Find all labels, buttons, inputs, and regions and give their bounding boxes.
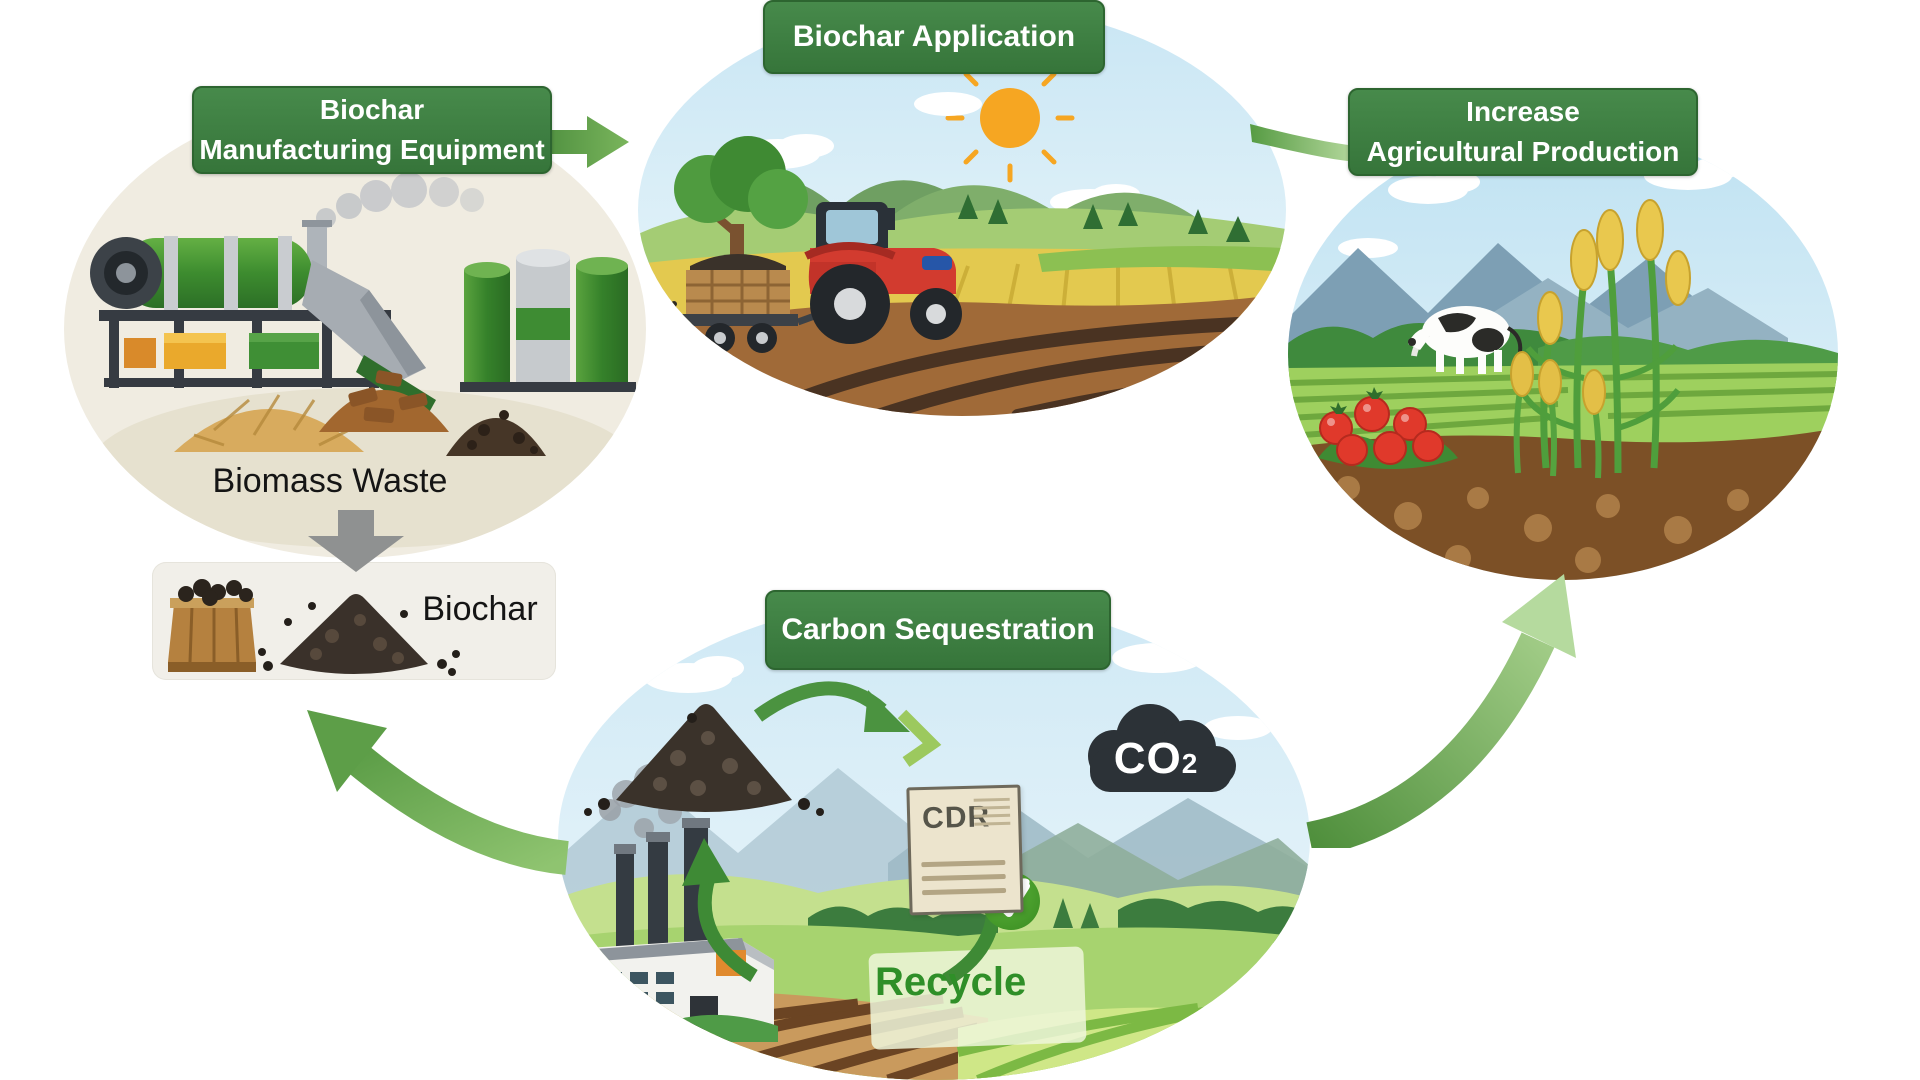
recycle-loop-left-arrow [682,838,758,982]
label-line: Agricultural Production [1366,136,1680,167]
storage-tanks [460,249,636,392]
tractor [804,202,962,344]
arrow-biomass-to-biochar [308,510,404,572]
node-biochar-manufacturing [64,100,646,558]
biochar-box [152,562,556,680]
label-line: Increase [1466,96,1580,127]
cdr-document: CDR [906,784,1024,916]
arrow-sequestration-to-production [1306,574,1576,848]
biochar-pile-small [258,594,460,676]
biomass-piles [174,370,546,456]
document-line [974,813,1011,818]
document-line [973,805,1010,810]
co2-cloud [1088,704,1236,792]
sun-icon [945,53,1075,183]
document-line [921,873,1006,882]
biochar-trailer [682,254,822,353]
connector-application-to-production [1250,124,1356,162]
cow [1408,306,1523,374]
label-line: Biochar Application [792,20,1076,53]
biochar-crate-illustration [168,579,460,676]
node-agricultural-production [1288,128,1838,580]
label-carbon-sequestration: Carbon Sequestration [765,590,1111,670]
document-line [922,887,1007,896]
crate [168,579,256,672]
caption-biomass-waste: Biomass Waste [212,462,448,500]
label-biochar-application: Biochar Application [763,0,1105,74]
rotary-kiln [90,236,312,310]
arrow-pile-to-co2 [753,681,942,767]
document-line [974,821,1011,826]
wheat-stalks [1510,199,1691,479]
label-line: Carbon Sequestration [781,613,1095,646]
label-line: Biochar [319,94,425,125]
arrow-manufacturing-to-application [541,116,629,168]
smoke-puffs [316,172,484,228]
label-increase-agricultural-production: Increase Agricultural Production [1348,88,1698,176]
pyrolysis-equipment-illustration [89,172,639,548]
recycle-label: Recycle [875,960,1027,1004]
co2-text: CO2 [1088,734,1224,784]
tree [674,136,808,270]
document-line [921,859,1006,868]
pine-trees [958,194,1250,242]
farm-production-illustration [1288,128,1838,580]
caption-biochar: Biochar [422,590,538,628]
co2-main: CO [1113,734,1182,783]
label-biochar-manufacturing: Biochar Manufacturing Equipment [192,86,552,174]
arrow-sequestration-to-biochar [307,710,569,875]
co2-subscript: 2 [1181,748,1199,779]
biochar-pile [584,704,824,816]
label-line: Manufacturing Equipment [199,134,545,165]
document-line [973,797,1010,802]
tomato-plants [1318,387,1458,469]
